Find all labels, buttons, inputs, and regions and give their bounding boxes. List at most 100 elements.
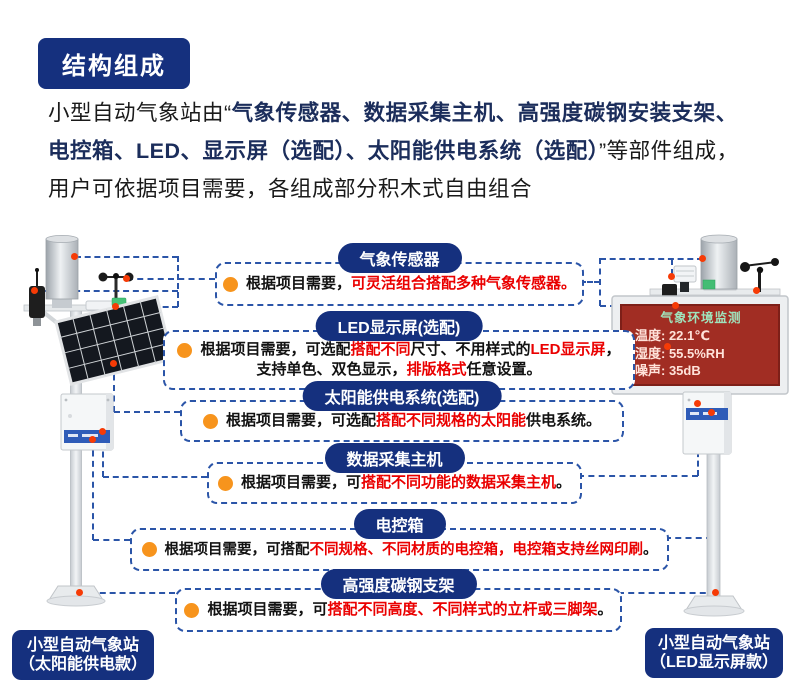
page-title: 结构组成 <box>38 38 190 89</box>
text-segment: 根据项目需要，可 <box>207 601 328 618</box>
caption-line: （LED显示屏款） <box>649 654 778 671</box>
callout-pill: 数据采集主机 <box>324 443 465 473</box>
callout-pill: 高强度碳钢支架 <box>320 569 477 599</box>
marker-dot <box>694 400 701 407</box>
text-segment: 搭配不同规格的太阳能 <box>375 412 526 429</box>
bullet-icon <box>222 276 238 292</box>
text-segment: 气象传感器、数据采集主机、高强度碳钢安装支架、电控箱、LED、显示屏（选配）、太… <box>48 101 738 163</box>
marker-dot <box>668 273 675 280</box>
callout-weather-sensors: 气象传感器 根据项目需要，可灵活组合搭配多种气象传感器。 <box>215 243 584 306</box>
connector-line <box>127 278 215 280</box>
callout-text: 支持单色、双色显示，排版格式任意设置。 <box>256 360 541 380</box>
connector-line <box>35 290 178 292</box>
text-segment: 排版格式 <box>406 361 467 378</box>
marker-dot <box>112 303 119 310</box>
text-segment: 不同规格、不同材质的电控箱，电控箱支持丝网印刷 <box>309 541 644 558</box>
callout-text-line: 根据项目需要，可搭配不同规格、不同材质的电控箱，电控箱支持丝网印刷。 <box>141 540 658 560</box>
connector-line <box>103 476 207 478</box>
callout-text-line: 根据项目需要，可灵活组合搭配多种气象传感器。 <box>222 274 576 294</box>
callout-text: 根据项目需要，可搭配不同高度、不同样式的立杆或三脚架。 <box>207 600 612 620</box>
text-segment: 搭配不同功能的数据采集主机 <box>360 474 556 491</box>
marker-dot <box>89 436 96 443</box>
bullet-icon <box>184 602 200 618</box>
rain-gauge <box>45 235 79 308</box>
connector-line <box>580 281 600 283</box>
callout-text: 根据项目需要，可选配搭配不同尺寸、不用样式的LED显示屏， <box>200 340 620 360</box>
led-screen: 气象环境监测 温度: 22.1℃ 湿度: 55.5%RH 噪声: 35dB <box>623 307 779 380</box>
marker-dot <box>708 409 715 416</box>
text-segment: 任意设置。 <box>466 361 542 378</box>
text-segment: 。 <box>556 474 572 491</box>
connector-line <box>665 537 712 539</box>
callout-pill: LED显示屏(选配) <box>315 311 483 341</box>
led-screen-row: 噪声: 35dB <box>635 363 701 378</box>
connector-line <box>114 411 180 413</box>
right-station-caption: 小型自动气象站 （LED显示屏款） <box>645 628 783 678</box>
marker-dot <box>76 589 83 596</box>
connector-line <box>177 256 179 307</box>
rain-gauge <box>700 234 738 290</box>
callout-led-display: LED显示屏(选配) 根据项目需要，可选配搭配不同尺寸、不用样式的LED显示屏，… <box>163 311 635 390</box>
connector-line <box>102 432 104 477</box>
callout-pill: 太阳能供电系统(选配) <box>302 381 502 411</box>
marker-dot <box>31 287 38 294</box>
text-segment: 根据项目需要，可选配 <box>200 341 351 358</box>
bullet-icon <box>177 342 193 358</box>
text-segment: 供电系统。 <box>526 412 602 429</box>
callout-text: 根据项目需要，可搭配不同功能的数据采集主机。 <box>241 473 571 493</box>
text-segment: 根据项目需要，可 <box>240 474 361 491</box>
marker-dot <box>664 343 671 350</box>
connector-line <box>75 256 178 258</box>
callout-solar-power: 太阳能供电系统(选配) 根据项目需要，可选配搭配不同规格的太阳能供电系统。 <box>180 381 624 442</box>
marker-dot <box>99 428 106 435</box>
callout-text-line: 根据项目需要，可搭配不同高度、不同样式的立杆或三脚架。 <box>184 600 613 620</box>
led-screen-row: 温度: 22.1℃ <box>635 328 710 343</box>
callout-text-line: 支持单色、双色显示，排版格式任意设置。 <box>256 360 541 380</box>
connector-line <box>93 539 130 541</box>
text-segment: ， <box>605 341 621 358</box>
text-segment: 支持单色、双色显示， <box>256 361 407 378</box>
callout-pill: 气象传感器 <box>337 243 462 273</box>
caption-line: 小型自动气象站 <box>657 635 770 652</box>
temp-humidity-sensor <box>673 265 697 292</box>
connector-line <box>600 258 703 260</box>
text-segment: 尺寸、不用样式的 <box>410 341 531 358</box>
led-display-panel <box>611 295 789 395</box>
connector-line <box>92 440 94 540</box>
anemometer <box>740 258 779 292</box>
control-box <box>682 391 732 455</box>
left-station-caption: 小型自动气象站 （太阳能供电款） <box>12 630 154 680</box>
text-segment: 。 <box>643 541 658 558</box>
connector-line <box>599 258 601 306</box>
callout-pill: 电控箱 <box>353 509 446 539</box>
bullet-icon <box>217 475 233 491</box>
text-segment: 搭配不同 <box>350 341 411 358</box>
led-weather-station-illustration <box>611 234 789 617</box>
caption-line: （太阳能供电款） <box>18 656 147 673</box>
marker-dot <box>123 275 130 282</box>
callout-text-line: 根据项目需要，可搭配不同功能的数据采集主机。 <box>217 473 571 493</box>
marker-dot <box>71 253 78 260</box>
marker-dot <box>110 360 117 367</box>
callout-text: 根据项目需要，可选配搭配不同规格的太阳能供电系统。 <box>226 411 601 431</box>
callout-text-line: 根据项目需要，可选配搭配不同尺寸、不用样式的LED显示屏， <box>177 340 621 360</box>
caption-line: 小型自动气象站 <box>26 637 139 654</box>
solar-weather-station-illustration <box>23 235 175 607</box>
text-segment: 。 <box>597 601 613 618</box>
callout-steel-bracket: 高强度碳钢支架 根据项目需要，可搭配不同高度、不同样式的立杆或三脚架。 <box>175 569 622 632</box>
callout-data-logger: 数据采集主机 根据项目需要，可搭配不同功能的数据采集主机。 <box>207 443 582 504</box>
connector-line <box>671 259 673 275</box>
solar-panel <box>54 295 175 386</box>
text-segment: 可灵活组合搭配多种气象传感器。 <box>351 275 577 292</box>
bullet-icon <box>141 542 157 557</box>
control-box <box>60 393 114 451</box>
connector-line <box>113 364 115 412</box>
wind-direction-sensor <box>29 268 45 326</box>
bullet-icon <box>202 413 218 429</box>
marker-dot <box>753 287 760 294</box>
led-screen-title: 气象环境监测 <box>660 311 742 325</box>
callout-text-line: 根据项目需要，可选配搭配不同规格的太阳能供电系统。 <box>202 411 601 431</box>
callout-text: 根据项目需要，可搭配不同规格、不同材质的电控箱，电控箱支持丝网印刷。 <box>165 540 658 560</box>
callout-text: 根据项目需要，可灵活组合搭配多种气象传感器。 <box>246 274 576 294</box>
intro-paragraph: 小型自动气象站由“气象传感器、数据采集主机、高强度碳钢安装支架、电控箱、LED、… <box>48 94 752 208</box>
